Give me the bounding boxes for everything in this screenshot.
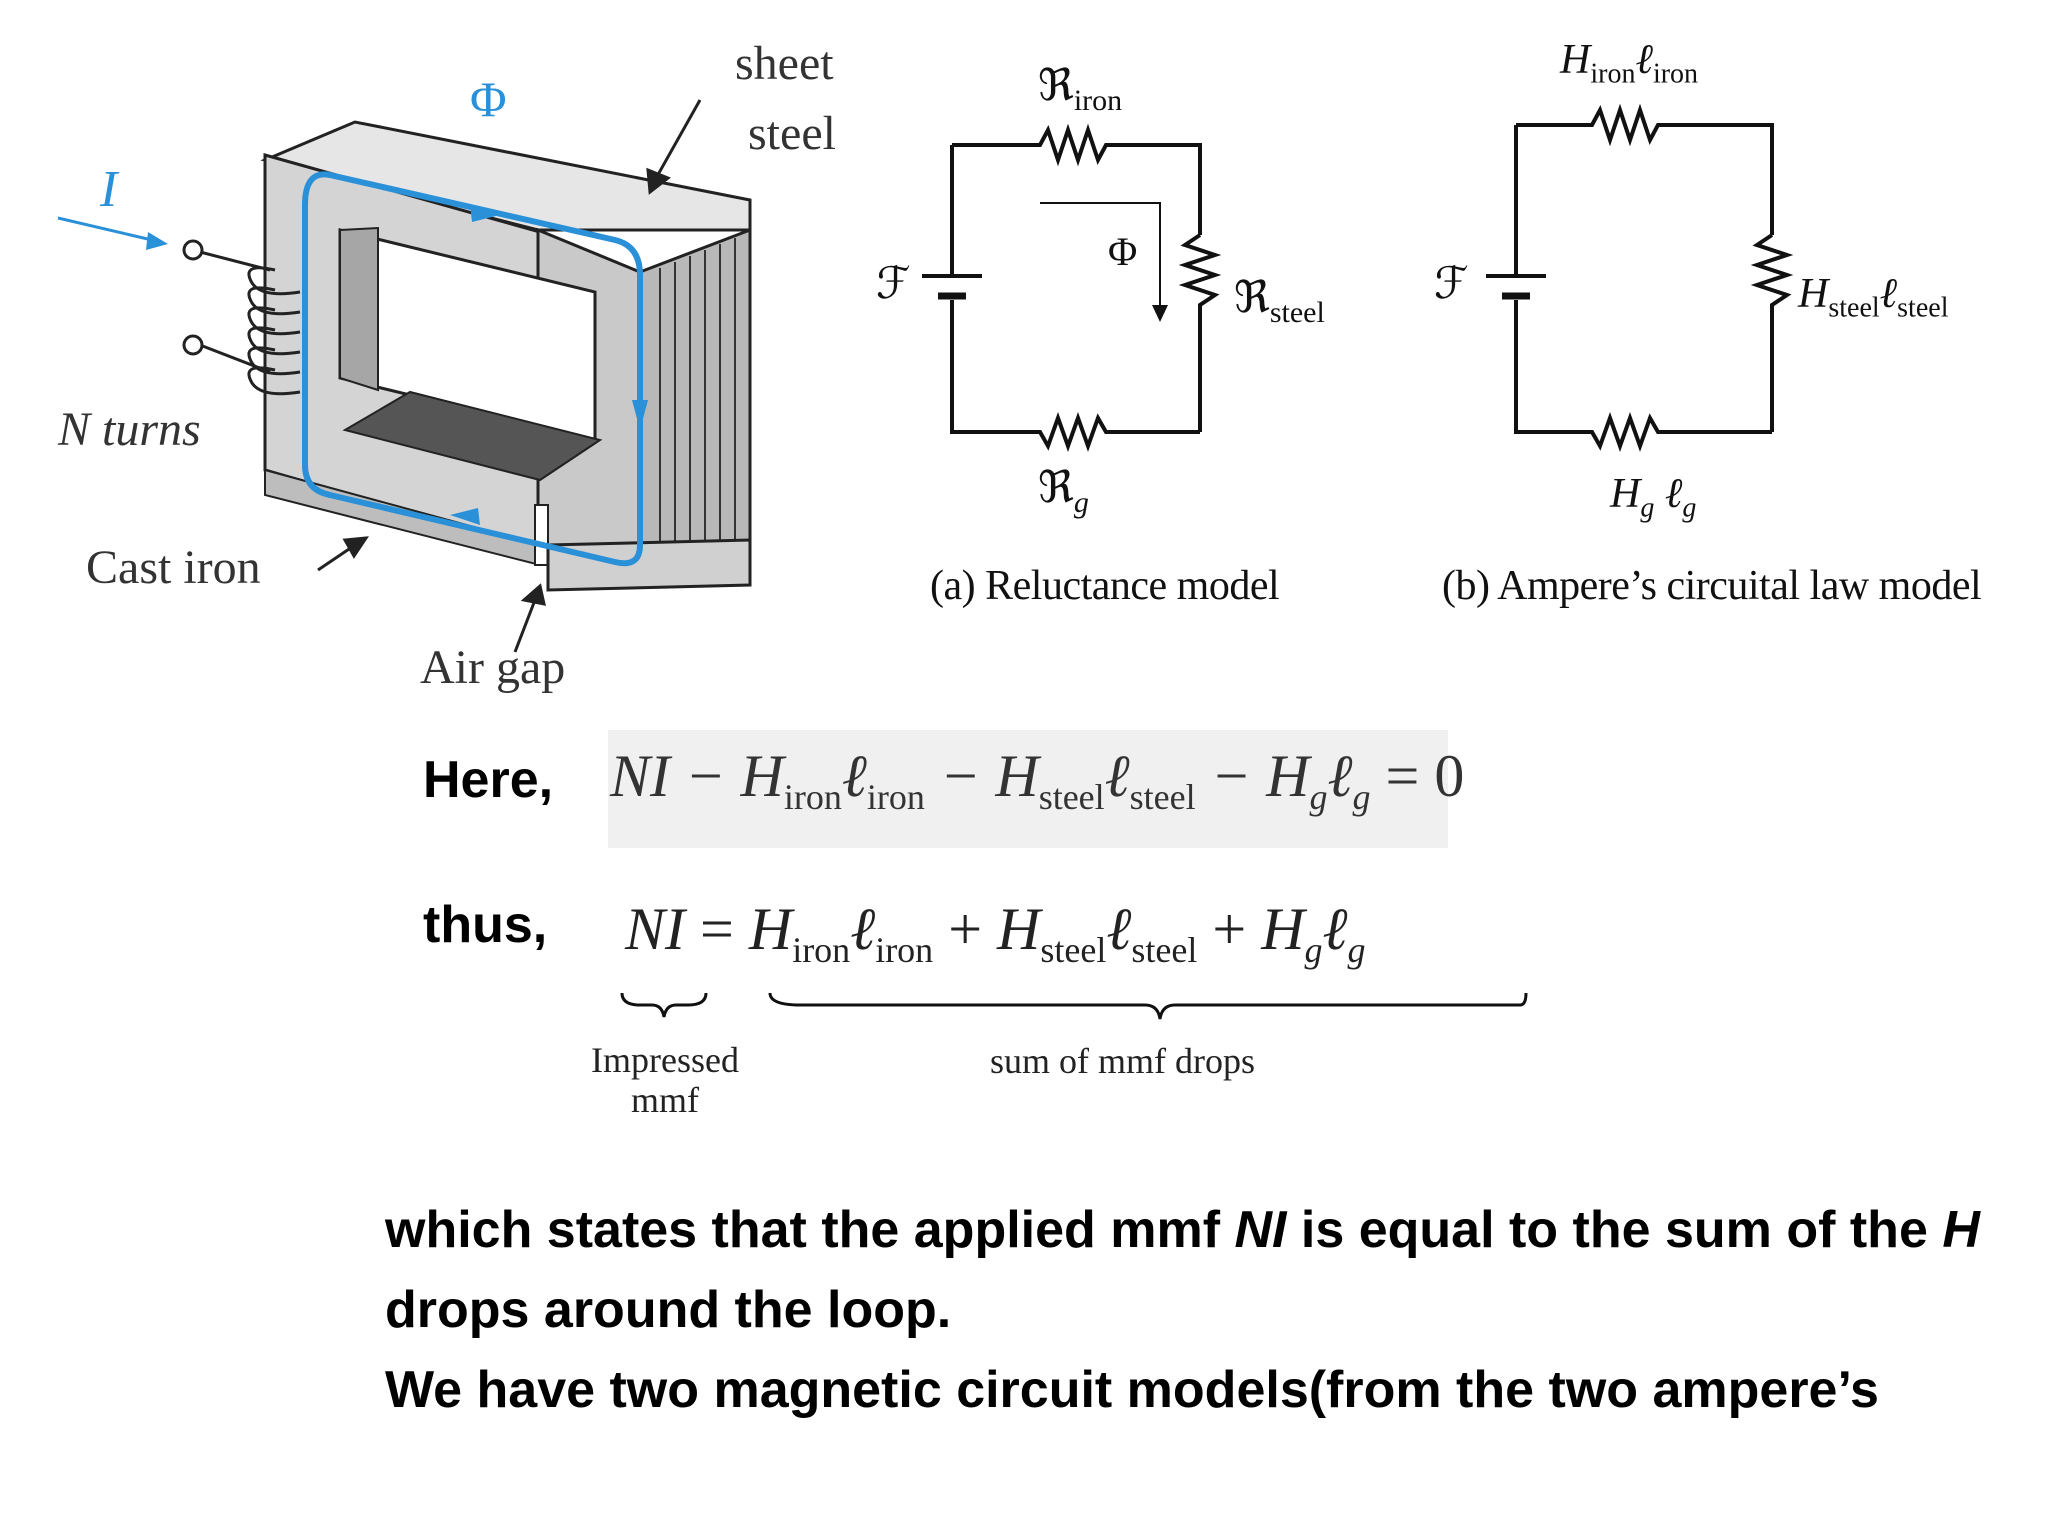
sum-of-mmf-drops-label: sum of mmf drops: [990, 1041, 1255, 1081]
kvl-equation: NI − Hironℓiron − Hsteelℓsteel − Hgℓg = …: [610, 743, 1465, 817]
explanation-line-2: drops around the loop.: [385, 1281, 952, 1339]
mmf-sum-equation: NI = Hironℓiron + Hsteelℓsteel + Hgℓg: [625, 896, 1366, 970]
sheet-steel-label-line1: sheet: [735, 37, 834, 90]
thus-label: thus,: [423, 896, 548, 954]
h-steel-l-steel-label: Hsteelℓsteel: [1798, 271, 1949, 324]
r-iron-label: ℜiron: [1038, 61, 1123, 117]
reluctance-circuit: [922, 123, 1222, 452]
terminal-bottom: [182, 334, 204, 356]
impressed-mmf-label: Impressed mmf: [591, 1040, 739, 1120]
mmf-a-label: ℱ: [876, 259, 911, 308]
flux-label: Φ: [470, 71, 507, 127]
explanation-line-1: which states that the applied mmf NI is …: [385, 1201, 1980, 1259]
n-turns-label: N turns: [58, 403, 201, 456]
r-g-label: ℜg: [1038, 463, 1089, 519]
sum-brace: [768, 992, 1528, 1020]
flux-path: [302, 171, 643, 567]
explanation-paragraph: which states that the applied mmf NI is …: [385, 1190, 2025, 1430]
kvl-equation-box: [608, 730, 1448, 848]
r-steel-label: ℜsteel: [1234, 273, 1325, 329]
air-gap-label: Air gap: [420, 641, 566, 694]
cast-iron-label: Cast iron: [86, 541, 261, 594]
ampere-model-caption: (b) Ampere’s circuital law model: [1442, 563, 1982, 609]
sheet-steel-label-line2: steel: [748, 107, 836, 160]
h-iron-l-iron-label: Hironℓiron: [1560, 37, 1699, 90]
underbraces: [620, 992, 1528, 1020]
terminal-top: [182, 239, 204, 261]
current-label: I: [100, 161, 118, 218]
magnetic-core-diagram: [57, 99, 752, 653]
mmf-b-label: ℱ: [1434, 259, 1469, 308]
impressed-brace: [620, 992, 708, 1018]
h-g-l-g-label: Hg ℓg: [1610, 471, 1697, 524]
reluctance-model-caption: (a) Reluctance model: [930, 563, 1280, 609]
ampere-circuit: [1486, 103, 1794, 452]
flux-a-label: Φ: [1108, 229, 1138, 274]
models-intro-line: We have two magnetic circuit models(from…: [385, 1361, 1879, 1419]
here-label: Here,: [423, 751, 554, 809]
